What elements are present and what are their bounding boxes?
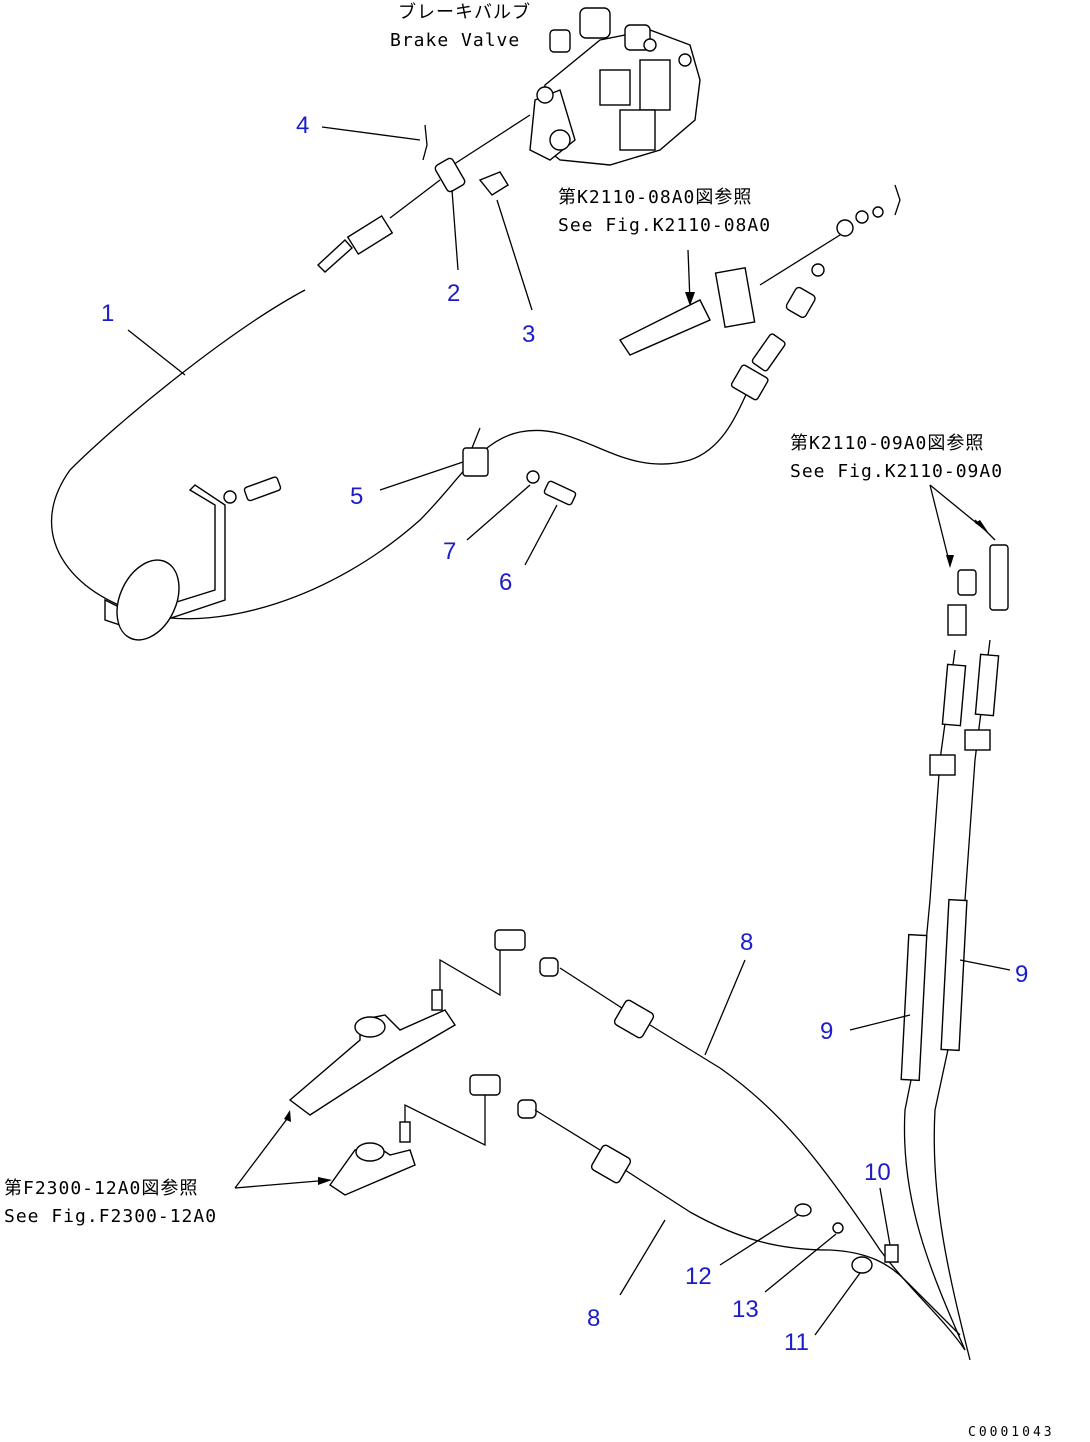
part-label-6: 6 <box>499 569 512 596</box>
part-label-12: 12 <box>685 1263 712 1290</box>
part-label-11: 11 <box>784 1329 809 1356</box>
note-brake-valve-jp: ブレーキバルブ <box>398 1 531 23</box>
note-brake-valve-en: Brake Valve <box>390 30 520 51</box>
part-label-5: 5 <box>350 483 363 510</box>
parts-10-13-drawing <box>794 1203 899 1274</box>
part-label-9-left: 9 <box>820 1018 833 1045</box>
part-label-8-upper: 8 <box>740 929 753 956</box>
cable-1-upper-assembly <box>316 114 531 273</box>
note-ref3-jp: 第F2300-12A0図参照 <box>4 1178 198 1199</box>
cables-9-drawing <box>900 484 1009 1361</box>
leader-lines <box>127 126 1011 1336</box>
part-label-9-right: 9 <box>1015 961 1028 988</box>
brake-valve-drawing <box>529 7 701 166</box>
lower-linkages-drawing <box>234 929 966 1351</box>
part-label-7: 7 <box>443 538 456 565</box>
note-ref2-jp: 第K2110-09A0図参照 <box>790 433 984 454</box>
drawing-code: C0001043 <box>968 1425 1055 1440</box>
part-label-3: 3 <box>522 321 535 348</box>
parts-5-6-7-drawing <box>462 427 577 506</box>
part-label-13: 13 <box>732 1296 759 1323</box>
pedal-bracket-drawing <box>104 476 282 641</box>
part-label-10: 10 <box>864 1159 891 1186</box>
part-label-1: 1 <box>101 300 114 327</box>
note-ref2-en: See Fig.K2110-09A0 <box>790 461 1003 482</box>
upper-right-linkage-drawing <box>618 184 901 401</box>
part-label-4: 4 <box>296 112 309 139</box>
note-ref1-en: See Fig.K2110-08A0 <box>558 215 771 236</box>
note-ref3-en: See Fig.F2300-12A0 <box>4 1206 217 1227</box>
cable-1 <box>50 289 749 620</box>
part-label-2: 2 <box>447 280 460 307</box>
part-label-8-lower: 8 <box>587 1305 600 1332</box>
note-ref1-jp: 第K2110-08A0図参照 <box>558 187 752 208</box>
